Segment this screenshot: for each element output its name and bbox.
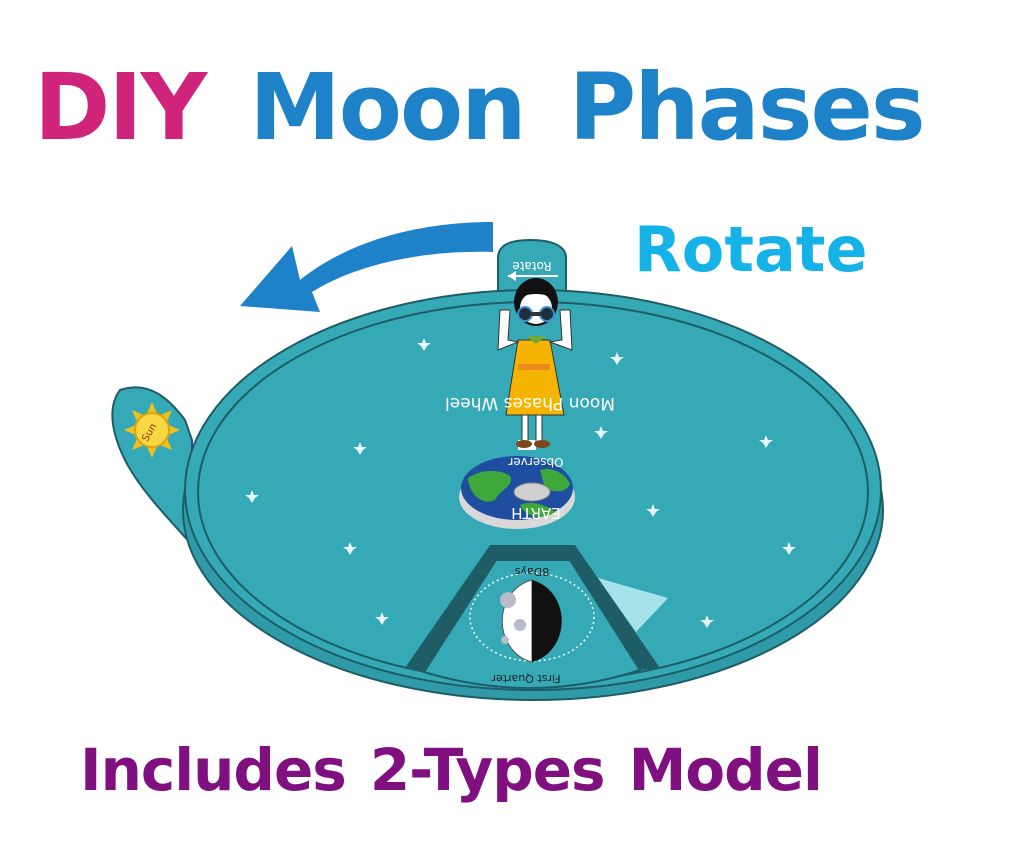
wheel-title-text: Moon Phases Wheel	[445, 393, 615, 413]
earth-text: EARTH	[511, 504, 561, 522]
moon-window	[405, 545, 660, 689]
includes-word: Includes	[80, 736, 347, 804]
window-phase-text: First Quarter	[491, 672, 561, 685]
star-icons	[245, 338, 796, 628]
sun-icon	[124, 402, 180, 458]
main-title: DIY Moon Phases	[34, 48, 926, 168]
types-word: 2-Types	[369, 736, 606, 804]
direction-triangle-icon	[598, 578, 668, 632]
title-diy: DIY	[34, 54, 207, 161]
observer-figure	[497, 278, 573, 450]
title-moon: Moon	[249, 54, 526, 161]
rotate-tab-text: Rotate	[512, 259, 551, 273]
title-phases: Phases	[568, 54, 926, 161]
rotate-label: Rotate	[634, 213, 868, 286]
window-days-text: 8Days	[515, 565, 550, 578]
earth-disc	[459, 456, 575, 529]
model-word: Model	[628, 736, 823, 804]
observer-text: Observer	[508, 455, 563, 469]
includes-label: Includes 2-Types Model	[80, 730, 846, 810]
rotate-arrow-icon	[240, 222, 493, 312]
